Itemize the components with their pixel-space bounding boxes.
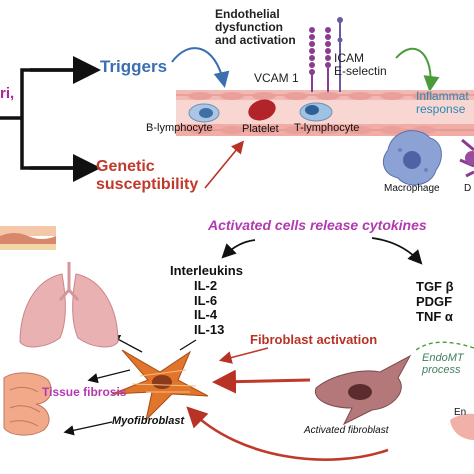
eselectin-receptor [337, 17, 343, 23]
inflammatory-response-label: Inflammat response [416, 90, 469, 116]
tgf-beta: TGF β [416, 279, 454, 294]
genetic-line-2: susceptibility [96, 175, 199, 193]
myofibroblast-label: Myofibroblast [112, 415, 185, 427]
lungs-icon [19, 262, 119, 348]
green-curve-arrow [395, 47, 440, 92]
t-lymphocyte-cell [299, 102, 333, 122]
genetic-susceptibility-label: Genetic susceptibility [96, 158, 198, 194]
t-lymphocyte-label: T-lymphocyte [294, 122, 360, 134]
endothelial-label: Endothelial dysfunction and activation [215, 8, 296, 47]
endomt-cell-partial [450, 413, 474, 440]
endothelial-line-1: Endothelial [215, 7, 280, 21]
triggers-label: Triggers [100, 57, 168, 76]
icam-line-1: ICAM [334, 51, 364, 65]
arrow-to-tgf [371, 237, 423, 265]
interleukins-title: Interleukins [170, 263, 243, 278]
intestine-icon [3, 372, 52, 436]
dendritic-cell-partial [459, 138, 474, 178]
left-cut-text: ri, [0, 85, 15, 102]
arrow-myo-to-left [63, 421, 113, 436]
arrow-interleukin-down [179, 339, 197, 351]
myofibroblast-cell [111, 349, 209, 422]
il-13: IL-13 [194, 322, 225, 338]
macrophage-label: Macrophage [384, 183, 440, 194]
genetic-line-1: Genetic [96, 158, 155, 175]
arrow-to-interleukins [221, 239, 256, 259]
pdgf: PDGF [416, 293, 453, 309]
fibroblast-activation-label: Fibroblast activation [250, 332, 378, 347]
endothelial-line-2: dysfunction [215, 19, 283, 34]
il-2: IL-2 [194, 277, 218, 293]
icam-receptor [325, 27, 331, 68]
activated-cells-heading: Activated cells release cytokines [208, 217, 427, 233]
inflammatory-line-1: Inflammat [416, 89, 469, 103]
cytokines-right-list: TGF β PDGF TNF α [416, 279, 454, 324]
b-lymphocyte-cell [188, 103, 220, 123]
il-4: IL-4 [194, 307, 218, 323]
dendritic-cut-label: D [464, 183, 472, 194]
activated-fibroblast-cell [314, 354, 412, 426]
endothelial-cut-label: En [454, 407, 467, 418]
macrophage-cell [382, 130, 442, 186]
icam-label: ICAM E-selectin [334, 52, 387, 78]
interleukins-list: Interleukins IL-2 IL-6 IL-4 IL-13 [170, 263, 243, 338]
vcam-label: VCAM 1 [254, 71, 299, 85]
b-lymphocyte-label: B-lymphocyte [146, 122, 213, 134]
arrow-myo-to-gut [87, 369, 131, 384]
arrow-endomt-curve [186, 406, 389, 461]
tissue-fibrosis-label: Tissue fibrosis [42, 385, 127, 399]
platelet-label: Platelet [242, 123, 279, 135]
endothelial-line-3: and activation [215, 32, 296, 47]
arrow-activated-to-myo [212, 369, 311, 394]
vcam-receptor [309, 27, 315, 75]
skin-tissue-icon [0, 226, 56, 250]
arrow-fibroblast-activation [218, 347, 269, 364]
genetic-to-vessel-arrow [204, 140, 245, 189]
platelet-cell [248, 99, 276, 121]
endomt-label: EndoMT process [422, 352, 464, 376]
triggers-curve-arrow [171, 47, 230, 88]
endomt-line-2: process [422, 364, 461, 377]
icam-line-2: E-selectin [334, 63, 387, 78]
activated-fibroblast-label: Activated fibroblast [304, 425, 389, 436]
endomt-line-1: EndoMT [422, 352, 464, 364]
il-6: IL-6 [194, 292, 218, 308]
inflammatory-line-2: response [416, 101, 466, 116]
tnf-alpha: TNF α [416, 308, 453, 324]
